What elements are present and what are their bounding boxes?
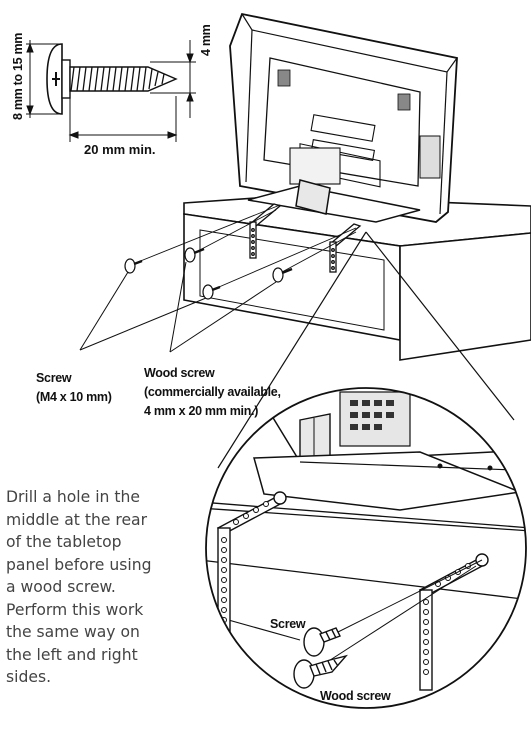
stand-base: [247, 179, 421, 223]
instruction-line: the left and right: [6, 645, 138, 664]
instruction-line: a wood screw.: [6, 578, 116, 596]
instruction-line: panel before using: [6, 555, 152, 574]
instruction-line: of the tabletop: [6, 533, 122, 551]
tv-panel: [229, 12, 458, 223]
zoom-cone: [217, 231, 515, 469]
instruction-line: sides.: [6, 668, 52, 686]
screw-label-top: Screw: [36, 371, 72, 385]
zoom-wood-screw: [293, 654, 348, 689]
head-range-dimension: 8 mm to 15 mm: [11, 33, 25, 120]
wood-screw-small-2: [272, 267, 293, 283]
wood-screw-label-zoom: Wood screw: [320, 689, 391, 703]
instruction-text: Drill a hole in the middle at the rear o…: [6, 486, 206, 689]
table-cabinet: [183, 195, 531, 361]
instruction-line: the same way on: [6, 623, 140, 641]
screw-label-zoom: Screw: [270, 617, 306, 631]
wood-screw-availability-label: (commercially available,: [144, 385, 281, 399]
wood-screw-small-1: [184, 247, 205, 263]
screw-dimension-illustration: [26, 40, 196, 142]
callout-lines: [79, 261, 277, 353]
diameter-dimension: 4 mm: [199, 24, 213, 56]
zoom-screw: [303, 627, 341, 657]
instruction-line: middle at the rear: [6, 510, 148, 529]
instruction-line: Perform this work: [6, 600, 144, 619]
zoom-circle-border: [205, 387, 527, 709]
wood-screw-label-top: Wood screw: [144, 366, 215, 380]
screw-spec-label-top: (M4 x 10 mm): [36, 390, 112, 404]
length-dimension: 20 mm min.: [84, 142, 156, 157]
screw-leader-lines: [137, 204, 357, 291]
screw-small-2: [202, 284, 221, 300]
wood-screw-spec-label: 4 mm x 20 mm min.): [144, 404, 258, 418]
instruction-line: Drill a hole in the: [6, 488, 140, 506]
zoom-detail: [206, 388, 526, 691]
screw-small-1: [124, 258, 143, 274]
